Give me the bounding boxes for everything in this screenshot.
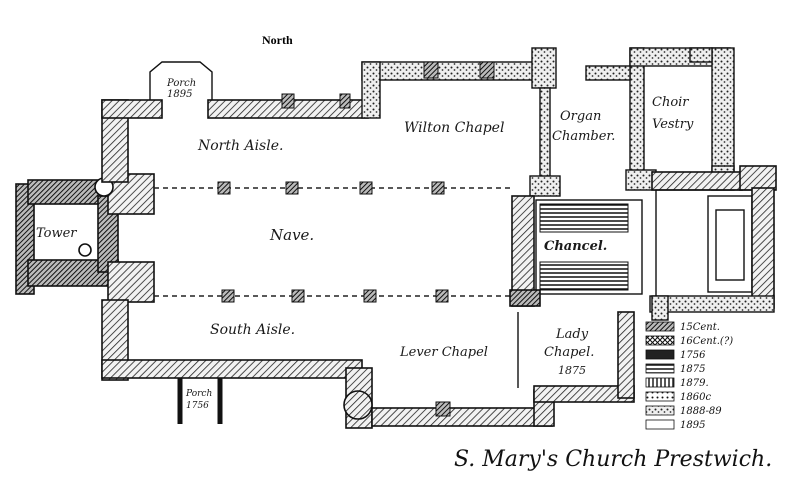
south-porch	[177, 378, 223, 424]
porch-south-label-1: Porch	[185, 389, 212, 399]
legend-label-0: 15Cent.	[680, 322, 720, 333]
porch-north-label-1: Porch	[166, 78, 196, 89]
legend-swatch-2	[645, 349, 675, 360]
legend-label-2: 1756	[680, 350, 706, 361]
north-label: North	[262, 33, 293, 47]
south-wall	[101, 299, 635, 429]
north-porch	[149, 61, 213, 100]
north-wall	[101, 61, 543, 183]
plan-title: S. Mary's Church Prestwich.	[454, 447, 772, 472]
legend: 15Cent. 16Cent.(?) 1756 1875 1879. 1860c…	[645, 321, 733, 431]
south-stair	[343, 390, 373, 420]
legend-swatch-4	[645, 377, 675, 388]
lever-chapel-label: Lever Chapel	[399, 345, 488, 360]
chancel-label: Chancel.	[544, 239, 607, 254]
font-circle	[78, 243, 92, 257]
chancel-stalls-north	[539, 203, 629, 233]
legend-swatch-6	[645, 405, 675, 416]
organ-chamber-label-1: Organ	[560, 109, 601, 124]
legend-label-1: 16Cent.(?)	[680, 336, 733, 347]
legend-swatch-1	[645, 335, 675, 346]
legend-label-5: 1860c	[680, 392, 711, 403]
room-labels: Porch 1895 North Aisle. Wilton Chapel Or…	[36, 78, 694, 411]
wilton-chapel-label: Wilton Chapel	[404, 120, 504, 136]
lady-chapel-label-1: Lady	[555, 327, 589, 342]
organ-chamber-label-2: Chamber.	[552, 129, 615, 144]
legend-swatch-5	[645, 391, 675, 402]
legend-swatch-3	[645, 363, 675, 374]
arcades	[154, 181, 541, 307]
legend-swatch-7	[645, 419, 675, 430]
chancel-walls	[511, 187, 775, 321]
choir-vestry-label-1: Choir	[652, 95, 689, 110]
lady-chapel-label-2: Chapel.	[544, 345, 594, 360]
north-aisle-label: North Aisle.	[197, 138, 283, 154]
nave-label: Nave.	[269, 226, 314, 244]
legend-label-3: 1875	[680, 364, 705, 375]
porch-south-label-2: 1756	[186, 401, 209, 411]
legend-label-6: 1888-89	[680, 406, 722, 417]
porch-north-label-2: 1895	[167, 89, 192, 100]
legend-label-4: 1879.	[680, 378, 709, 389]
lady-chapel-label-3: 1875	[558, 364, 586, 377]
legend-swatch-0	[645, 321, 675, 332]
organ-and-vestry-walls	[529, 47, 777, 197]
choir-vestry-label-2: Vestry	[652, 117, 694, 132]
south-aisle-label: South Aisle.	[210, 322, 295, 338]
legend-label-7: 1895	[680, 420, 705, 431]
tower-label: Tower	[36, 226, 77, 241]
tower	[15, 173, 155, 303]
chancel-stalls-south	[539, 261, 629, 291]
